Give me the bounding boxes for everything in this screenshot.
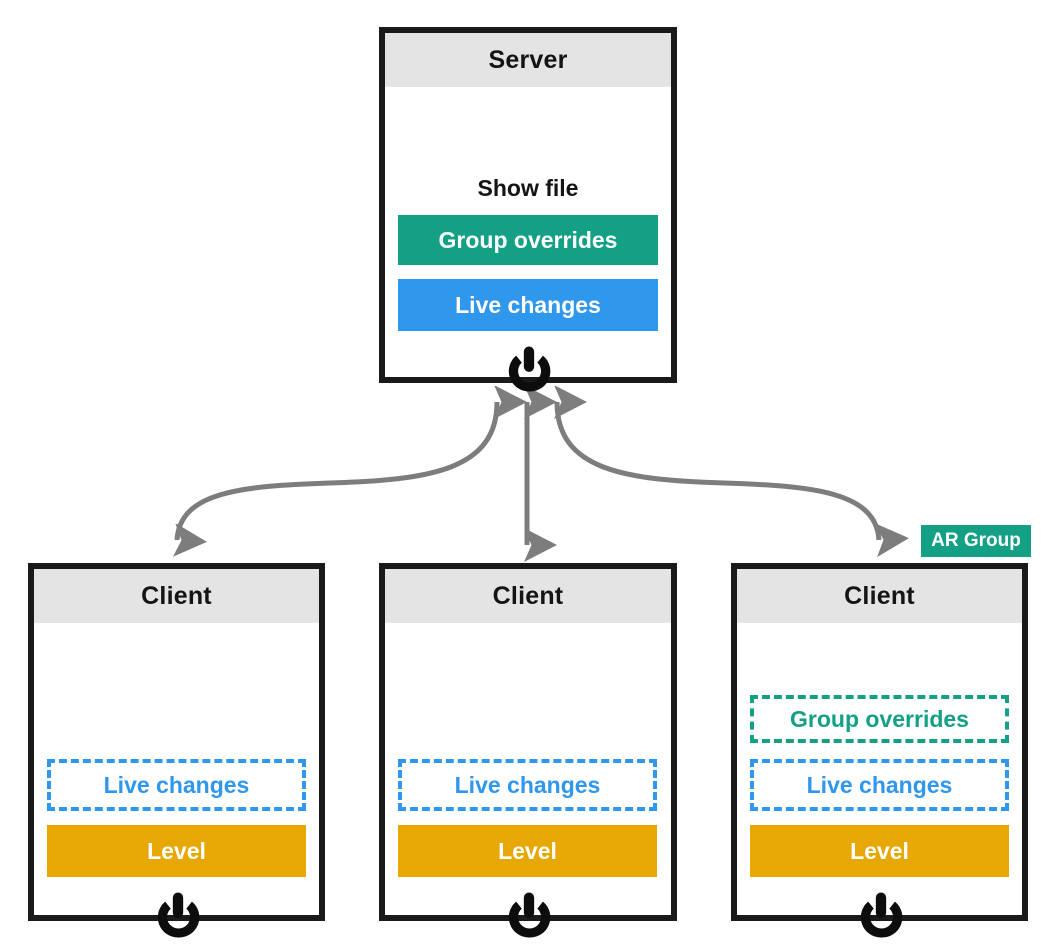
power-icon[interactable] bbox=[502, 888, 556, 942]
server-header: Server bbox=[385, 33, 671, 87]
server-body: Show file Group overrides Live changes bbox=[385, 87, 671, 392]
server-show-file-label: Show file bbox=[477, 175, 579, 201]
power-icon[interactable] bbox=[502, 342, 556, 396]
client-1-live-changes-box[interactable]: Live changes bbox=[47, 759, 306, 811]
client-3-level-bar[interactable]: Level bbox=[750, 825, 1009, 877]
connector-server-client-3 bbox=[557, 402, 879, 540]
power-icon-glyph bbox=[508, 346, 551, 392]
client-3-header: Client bbox=[737, 569, 1022, 623]
ar-group-badge: AR Group bbox=[921, 525, 1031, 557]
power-icon-glyph bbox=[860, 892, 903, 938]
connector-server-client-1 bbox=[177, 402, 497, 540]
client-1-body: Live changes Level bbox=[34, 623, 319, 938]
server-live-changes-bar[interactable]: Live changes bbox=[398, 279, 658, 331]
client-node-1: Client Live changes Level bbox=[28, 563, 325, 938]
server-node: Server Show file Group overrides Live ch… bbox=[379, 27, 677, 392]
power-icon[interactable] bbox=[854, 888, 908, 942]
client-2-live-changes-box[interactable]: Live changes bbox=[398, 759, 657, 811]
client-3-body: Group overrides Live changes Level bbox=[737, 623, 1022, 938]
client-node-3: Client Group overrides Live changes Leve… bbox=[731, 563, 1028, 938]
server-group-overrides-bar[interactable]: Group overrides bbox=[398, 215, 658, 265]
client-node-2: Client Live changes Level bbox=[379, 563, 677, 938]
power-icon-glyph bbox=[508, 892, 551, 938]
client-3-group-overrides-box[interactable]: Group overrides bbox=[750, 695, 1009, 743]
client-2-header: Client bbox=[385, 569, 671, 623]
power-icon-glyph bbox=[157, 892, 200, 938]
power-icon[interactable] bbox=[151, 888, 205, 942]
client-3-live-changes-box[interactable]: Live changes bbox=[750, 759, 1009, 811]
client-2-level-bar[interactable]: Level bbox=[398, 825, 657, 877]
client-2-body: Live changes Level bbox=[385, 623, 671, 938]
client-1-header: Client bbox=[34, 569, 319, 623]
client-1-level-bar[interactable]: Level bbox=[47, 825, 306, 877]
